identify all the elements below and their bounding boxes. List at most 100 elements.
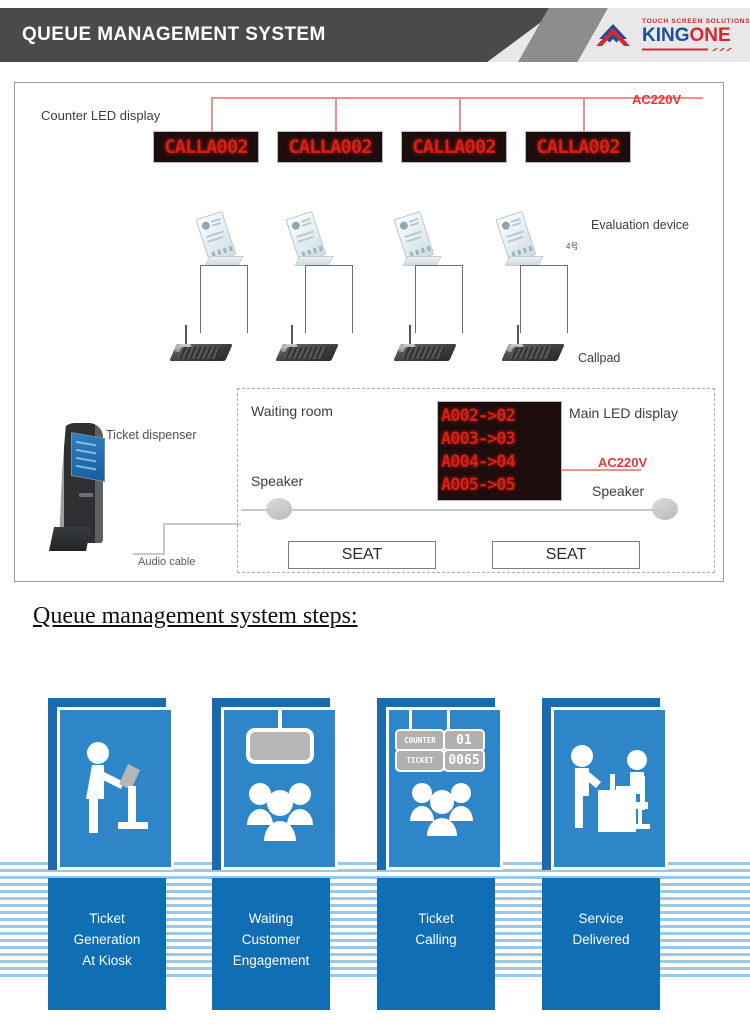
logo-streak-icon — [642, 48, 732, 51]
speaker-right-label: Speaker — [592, 483, 645, 499]
main-led-row-1: A002->02 — [441, 406, 516, 426]
overhead-display-and-crowd-icon — [246, 710, 314, 841]
panel-icon-frame — [57, 707, 174, 870]
main-led-row-3: A004->04 — [441, 452, 516, 472]
logo-name-one: ONE — [689, 25, 731, 46]
evaluation-face-icon — [200, 220, 211, 231]
callpad-keys — [508, 347, 554, 359]
kingone-logo-text: TOUCH SCREEN SOLUTIONS KINGONE — [642, 17, 750, 46]
ac220v-mid-label: AC220V — [598, 455, 648, 470]
panel-icon-frame — [221, 707, 338, 870]
kiosk-ticket-slot — [79, 493, 93, 497]
panel-label: Service Delivered — [542, 878, 660, 1010]
ac220v-top-label: AC220V — [632, 92, 682, 107]
callpad-4 — [501, 325, 565, 361]
device-link-3 — [415, 265, 416, 333]
callpad-antenna — [517, 325, 519, 347]
device-link-3b — [462, 265, 463, 333]
panel-icon-frame: COUNTER 01 TICKET 0065 — [386, 707, 503, 870]
callpad-antenna — [291, 325, 293, 347]
device-link-3c — [415, 265, 463, 266]
callpad-antenna — [185, 325, 187, 347]
page-title: QUEUE MANAGEMENT SYSTEM — [22, 24, 326, 45]
panel-label-text: Ticket Generation At Kiosk — [73, 911, 141, 968]
main-led-display-label: Main LED display — [569, 405, 678, 421]
logo-name-king: KING — [642, 25, 690, 46]
counter-led-label: Counter LED display — [41, 108, 161, 123]
speaker-wire — [241, 509, 661, 511]
counter-ticket-board-and-crowd-icon — [409, 710, 473, 836]
kingone-logo-mark-icon — [596, 24, 630, 46]
evaluation-device-1 — [195, 210, 245, 267]
logo-name: KINGONE — [642, 26, 738, 46]
counter-led-display-3: CALLA002 — [401, 131, 507, 163]
waiting-room-area — [237, 388, 715, 573]
power-bus-line — [211, 97, 703, 99]
waiting-room-label: Waiting room — [251, 403, 333, 419]
logo-tagline: TOUCH SCREEN SOLUTIONS — [642, 18, 750, 25]
device-link-4b — [567, 265, 568, 333]
service-desk-icon — [571, 745, 650, 832]
audio-cable-line-top — [163, 523, 241, 525]
callpad-2 — [275, 325, 339, 361]
audio-cable-line-h — [133, 553, 165, 555]
power-drop-1 — [211, 97, 213, 131]
callpad-keys — [282, 347, 328, 359]
person-at-kiosk-icon — [86, 742, 148, 833]
counter-led-display-2: CALLA002 — [277, 131, 383, 163]
device-number-label: 4号 — [566, 242, 579, 251]
ticket-label-box: TICKET — [395, 749, 445, 772]
panel-label: Ticket Calling — [377, 878, 495, 1010]
page-header: QUEUE MANAGEMENT SYSTEM TOUCH SCREEN SOL… — [0, 8, 750, 62]
panel-icon-frame — [551, 707, 668, 870]
evaluation-face-icon — [398, 220, 409, 231]
audio-cable-label: Audio cable — [138, 556, 196, 568]
power-drop-4 — [583, 97, 585, 131]
seat-left: SEAT — [288, 541, 436, 569]
panel-label: Ticket Generation At Kiosk — [48, 878, 166, 1010]
power-drop-3 — [459, 97, 461, 131]
device-link-4 — [520, 265, 521, 333]
ticket-dispenser-label: Ticket dispenser — [106, 428, 197, 442]
ticket-value-box: 0065 — [443, 749, 485, 772]
panel-label: Waiting Customer Engagement — [212, 878, 330, 1010]
device-link-4c — [520, 265, 568, 266]
kiosk-screen — [71, 432, 105, 482]
evaluation-device-label: Evaluation device — [591, 218, 689, 232]
panel-label-text: Ticket Calling — [415, 911, 457, 947]
main-led-display: A002->02 A003->03 A004->04 A005->05 — [437, 401, 562, 501]
audio-cable-line-v — [163, 523, 165, 555]
speaker-left-label: Speaker — [251, 473, 304, 489]
ticket-dispenser-kiosk — [49, 423, 115, 551]
evaluation-face-icon — [290, 220, 301, 231]
main-led-row-2: A003->03 — [441, 429, 516, 449]
counter-led-display-1: CALLA002 — [153, 131, 259, 163]
callpad-keys — [400, 347, 446, 359]
evaluation-device-3 — [393, 210, 443, 267]
device-link-1c — [200, 265, 248, 266]
callpad-keys — [176, 347, 222, 359]
device-link-2c — [305, 265, 353, 266]
device-link-2b — [352, 265, 353, 333]
speaker-right — [652, 498, 678, 520]
device-link-2 — [305, 265, 306, 333]
ac220v-mid-line — [561, 469, 641, 471]
power-drop-2 — [335, 97, 337, 131]
evaluation-device-2 — [285, 210, 335, 267]
device-link-1b — [247, 265, 248, 333]
system-diagram: Counter LED display AC220V CALLA002 CALL… — [14, 82, 724, 582]
kingone-logo: TOUCH SCREEN SOLUTIONS KINGONE — [596, 17, 750, 55]
counter-led-display-4: CALLA002 — [525, 131, 631, 163]
device-link-1 — [200, 265, 201, 333]
evaluation-face-icon — [500, 220, 511, 231]
header-dark-band — [0, 8, 560, 62]
callpad-antenna — [409, 325, 411, 347]
evaluation-device-4 — [495, 210, 545, 267]
kiosk-base — [49, 527, 91, 551]
callpad-3 — [393, 325, 457, 361]
seat-right: SEAT — [492, 541, 640, 569]
callpad-1 — [169, 325, 233, 361]
panel-label-text: Service Delivered — [572, 911, 630, 947]
panel-label-text: Waiting Customer Engagement — [232, 911, 310, 968]
main-led-row-4: A005->05 — [441, 475, 516, 495]
